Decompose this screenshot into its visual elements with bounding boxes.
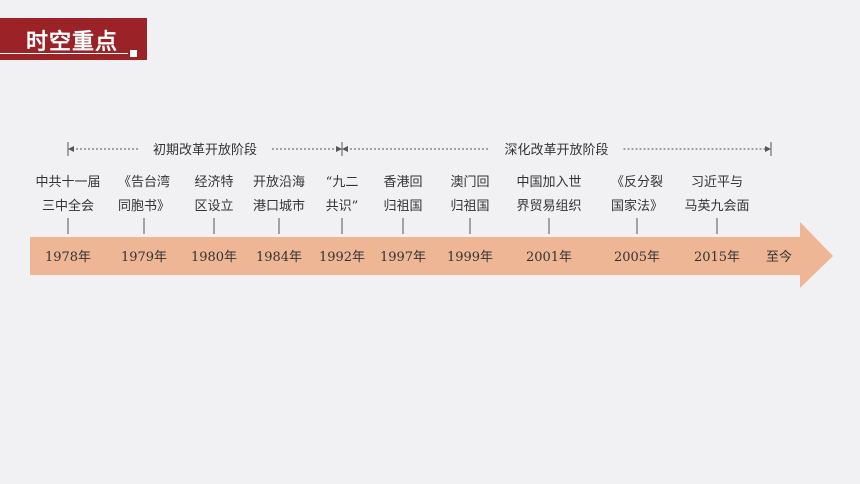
- event-label-line2: 归祖国: [383, 199, 422, 214]
- event-year: 1978年: [45, 250, 91, 265]
- event-label-line1: “九二: [326, 175, 359, 190]
- event-label-line1: 澳门回: [450, 174, 489, 190]
- section-title: 时空重点: [26, 30, 119, 55]
- timeline-arrow: [30, 222, 833, 288]
- event-label-line2: 港口城市: [253, 198, 305, 214]
- section-title-bar: 时空重点: [0, 18, 147, 60]
- phase-arrowhead: [765, 146, 771, 152]
- event-label-line2: 国家法》: [611, 198, 663, 214]
- event-label-line2: 同胞书》: [118, 199, 170, 214]
- event-year: 2015年: [694, 250, 740, 265]
- event-label-line2: 马英九会面: [684, 199, 749, 214]
- event-label-line1: 香港回: [383, 175, 422, 190]
- event-label-line1: 经济特: [194, 175, 233, 190]
- event-label-line2: 归祖国: [450, 199, 489, 214]
- title-square-marker: [130, 50, 137, 57]
- phase-label: 初期改革开放阶段: [153, 143, 257, 158]
- event-label-line2: 区设立: [194, 199, 233, 214]
- title-underline: [0, 53, 128, 54]
- phase-label: 深化改革开放阶段: [504, 143, 608, 158]
- event-label-line1: 中国加入世: [516, 175, 581, 190]
- event-label-line1: 开放沿海: [253, 175, 305, 190]
- event-year: 2005年: [614, 250, 660, 265]
- event-year: 1997年: [380, 250, 426, 265]
- event-year: 1984年: [256, 250, 302, 265]
- end-label: 至今: [766, 249, 792, 265]
- event-year: 1992年: [319, 250, 365, 265]
- event-label-line2: 三中全会: [42, 198, 94, 214]
- event-year: 1979年: [121, 250, 167, 265]
- event-label-line2: 界贸易组织: [516, 199, 581, 214]
- phase-arrowhead: [342, 146, 348, 152]
- event-label-line1: 《告台湾: [118, 174, 170, 190]
- event-year: 1999年: [447, 250, 493, 265]
- event-label-line2: 共识”: [326, 199, 359, 214]
- event-label-line1: 《反分裂: [611, 175, 663, 190]
- event-year: 1980年: [191, 250, 237, 265]
- event-label-line1: 中共十一届: [35, 175, 100, 190]
- phase-arrowhead: [336, 146, 342, 152]
- phase-arrowhead: [68, 146, 74, 152]
- event-label-line1: 习近平与: [691, 175, 743, 190]
- event-year: 2001年: [526, 250, 572, 265]
